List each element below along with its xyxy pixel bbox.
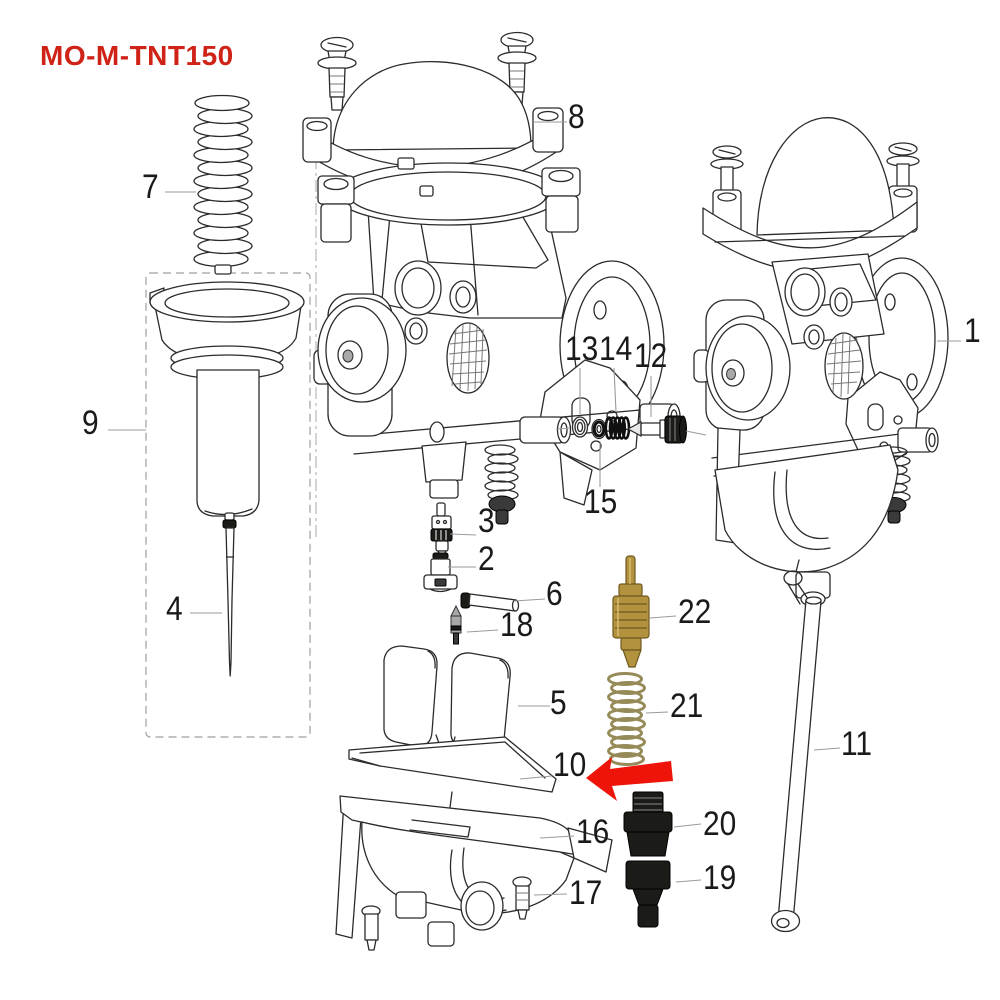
part-label-11: 11	[841, 725, 873, 763]
slide-assembly-9-drawing	[149, 264, 305, 517]
leader-lines	[108, 121, 961, 896]
oring-15-drawing	[591, 418, 607, 440]
pilot-spring-21-drawing	[607, 672, 646, 766]
part-label-21: 21	[670, 687, 704, 725]
bowl-screw-17-drawing	[512, 876, 532, 920]
part-label-18: 18	[500, 606, 534, 644]
part-label-17: 17	[569, 874, 603, 912]
assembled-carburetor-1-drawing	[693, 117, 949, 607]
drain-tube-11-drawing	[770, 596, 822, 933]
red-callout-arrow	[586, 757, 673, 801]
washer-13-drawing	[571, 416, 589, 438]
float-pin-6-drawing	[460, 592, 520, 612]
part-label-9: 9	[82, 404, 99, 442]
idle-screw-12-drawing	[626, 415, 687, 444]
part-label-2: 2	[478, 540, 495, 578]
pilot-jet-22-drawing	[612, 555, 650, 668]
part-label-5: 5	[550, 684, 567, 722]
part-label-10: 10	[553, 746, 587, 784]
part-label-22: 22	[678, 593, 712, 631]
part-label-12: 12	[634, 337, 668, 375]
float-5-drawing	[383, 645, 511, 771]
float-bowl-16-drawing	[335, 795, 613, 951]
part-label-7: 7	[142, 168, 159, 206]
part-label-1: 1	[964, 312, 981, 350]
part-label-19: 19	[703, 859, 737, 897]
part-label-8: 8	[568, 98, 585, 136]
part-label-4: 4	[166, 590, 183, 628]
part-label-13: 13	[565, 330, 599, 368]
part-label-15: 15	[584, 483, 618, 521]
float-valve-18-drawing	[450, 604, 462, 645]
main-jet-2-drawing	[423, 552, 458, 593]
diagram-title: MO-M-TNT150	[40, 40, 234, 71]
slide-spring-7-drawing	[193, 94, 253, 268]
part-label-14: 14	[599, 330, 633, 368]
needle-jet-3-drawing	[430, 502, 453, 560]
part-label-3: 3	[478, 502, 495, 540]
part-label-16: 16	[576, 813, 610, 851]
part-label-20: 20	[703, 805, 737, 843]
drain-screw-20-19-drawing	[623, 791, 673, 928]
jet-needle-4-drawing	[222, 512, 237, 677]
part-label-6: 6	[546, 575, 563, 613]
